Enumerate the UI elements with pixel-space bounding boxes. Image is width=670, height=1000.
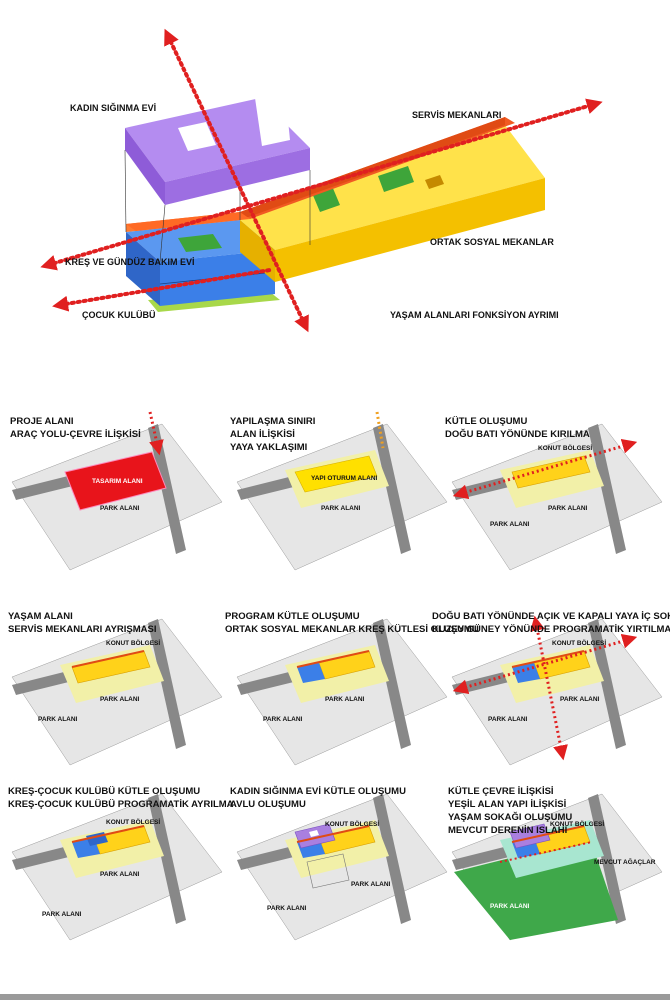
panel-8: KADIN SIĞINMA EVİ KÜTLE OLUŞUMU AVLU OLU… [230, 785, 448, 941]
panel-6-park: PARK ALANI [560, 696, 600, 703]
panel-9-title4: MEVCUT DERENİN ISLAHI [448, 825, 567, 836]
road [148, 794, 186, 924]
label-kadin: KADIN SIĞINMA EVİ [70, 102, 156, 113]
panel-8-title2: AVLU OLUŞUMU [230, 799, 306, 810]
panel-6-title1: DOĞU BATI YÖNÜNDE AÇIK VE KAPALI YAYA İÇ… [432, 610, 670, 622]
panel-4-park: PARK ALANI [100, 696, 140, 703]
panel-7-park2: PARK ALANI [42, 911, 82, 918]
panel-7-konut: KONUT BÖLGESİ [106, 817, 160, 826]
panel-2-title3: YAYA YAKLAŞIMI [230, 442, 307, 453]
panel-6-park2: PARK ALANI [488, 716, 528, 723]
road [148, 424, 186, 554]
panel-9-title3: YAŞAM SOKAĞI OLUŞUMU [448, 811, 572, 823]
panel-2-park: PARK ALANI [321, 505, 361, 512]
label-servis: SERVİS MEKANLARI [412, 110, 501, 120]
yapi-oturum [294, 455, 378, 493]
panel-5-park: PARK ALANI [325, 696, 365, 703]
panel-4: YAŞAM ALANI SERVİS MEKANLARI AYRIŞMASI K… [8, 611, 223, 766]
road [373, 424, 411, 554]
panel-1: PROJE ALANI ARAÇ YOLU-ÇEVRE İLİŞKİSİ TAS… [10, 411, 223, 571]
panel-4-title2: SERVİS MEKANLARI AYRIŞMASI [8, 624, 157, 635]
direction-arrows [40, 28, 603, 333]
panel-9-konut: KONUT BÖLGESİ [550, 819, 604, 828]
panel-8-park2: PARK ALANI [267, 905, 307, 912]
panel-7-title1: KREŞ-ÇOCUK KULÜBÜ KÜTLE OLUŞUMU [8, 786, 200, 797]
road [588, 794, 626, 924]
panel-9-park2: PARK ALANI [490, 903, 530, 910]
panel-3-park2: PARK ALANI [490, 521, 530, 528]
panel-7-title2: KREŞ-ÇOCUK KULÜBÜ PROGRAMATİK AYRILMA [8, 799, 234, 810]
panel-1-inner: TASARIM ALANI [92, 478, 143, 485]
panel-8-title1: KADIN SIĞINMA EVİ KÜTLE OLUŞUMU [230, 785, 406, 797]
panel-7-park: PARK ALANI [100, 871, 140, 878]
panel-7: KREŞ-ÇOCUK KULÜBÜ KÜTLE OLUŞUMU KREŞ-ÇOC… [8, 786, 234, 941]
panel-6-konut: KONUT BÖLGESİ [552, 638, 606, 647]
panel-5-title1: PROGRAM KÜTLE OLUŞUMU [225, 611, 360, 622]
label-cocuk: ÇOCUK KULÜBÜ [82, 310, 156, 320]
panel-4-park2: PARK ALANI [38, 716, 78, 723]
panel-9-title2: YEŞİL ALAN YAPI İLİŞKİSİ [448, 799, 566, 810]
tasarim-alani [64, 451, 167, 511]
green-area [454, 838, 618, 940]
panel-6: DOĞU BATI YÖNÜNDE AÇIK VE KAPALI YAYA İÇ… [432, 610, 670, 766]
road [373, 794, 411, 924]
panel-9-title1: KÜTLE ÇEVRE İLİŞKİSİ [448, 786, 554, 797]
panel-8-konut: KONUT BÖLGESİ [325, 819, 379, 828]
panel-9-agac: MEVCUT AĞAÇLAR [594, 857, 656, 866]
road [148, 619, 186, 749]
panel-5: PROGRAM KÜTLE OLUŞUMU ORTAK SOSYAL MEKAN… [225, 611, 479, 766]
label-yasam: YAŞAM ALANLARI FONKSİYON AYRIMI [390, 310, 559, 320]
panel-3: KÜTLE OLUŞUMU DOĞU BATI YÖNÜNDE KIRILMA … [445, 416, 663, 571]
panel-4-konut: KONUT BÖLGESİ [106, 638, 160, 647]
panel-2: YAPILAŞMA SINIRI ALAN İLİŞKİSİ YAYA YAKL… [230, 411, 448, 571]
panel-6-title2: KUZEY GÜNEY YÖNÜNDE PROGRAMATİK YIRTILMA [432, 624, 670, 635]
panel-3-konut: KONUT BÖLGESİ [538, 443, 592, 452]
panel-4-title1: YAŞAM ALANI [8, 611, 73, 622]
panel-5-title2: ORTAK SOSYAL MEKANLAR KREŞ KÜTLESİ OLUŞU… [225, 624, 479, 635]
axonometric-diagram: KADIN SIĞINMA EVİ SERVİS MEKANLARI KREŞ … [40, 28, 603, 333]
panel-8-park: PARK ALANI [351, 881, 391, 888]
panel-1-title1: PROJE ALANI [10, 416, 74, 427]
panel-1-park: PARK ALANI [100, 505, 140, 512]
panel-3-title1: KÜTLE OLUŞUMU [445, 416, 527, 427]
panel-2-title2: ALAN İLİŞKİSİ [230, 429, 295, 440]
label-kres: KREŞ VE GÜNDÜZ BAKIM EVİ [65, 257, 195, 267]
panel-2-title1: YAPILAŞMA SINIRI [230, 416, 315, 427]
road [373, 619, 411, 749]
panel-9: KÜTLE ÇEVRE İLİŞKİSİ YEŞİL ALAN YAPI İLİ… [448, 786, 663, 941]
bottom-strip [0, 994, 670, 1000]
panel-3-title2: DOĞU BATI YÖNÜNDE KIRILMA [445, 428, 590, 440]
panel-2-inner: YAPI OTURUM ALANI [311, 475, 378, 482]
panel-5-park2: PARK ALANI [263, 716, 303, 723]
panel-3-park: PARK ALANI [548, 505, 588, 512]
panel-1-title2: ARAÇ YOLU-ÇEVRE İLİŞKİSİ [10, 429, 141, 440]
label-ortak: ORTAK SOSYAL MEKANLAR [430, 237, 554, 247]
